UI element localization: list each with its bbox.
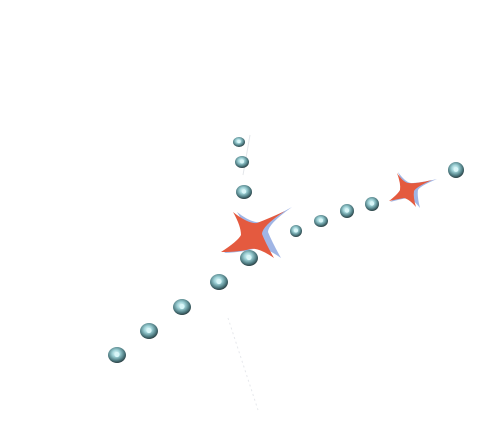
bead-icon — [210, 274, 228, 290]
bead-icon — [290, 225, 302, 237]
bead-icon — [314, 215, 328, 227]
bead-icon — [240, 250, 258, 266]
bead-icon — [365, 197, 379, 211]
bead-icon — [108, 347, 126, 363]
bead-icon — [140, 323, 158, 339]
guide-line-top — [242, 134, 251, 176]
bead-group-lower — [108, 250, 258, 363]
bead-icon — [233, 137, 245, 147]
bead-icon — [448, 162, 464, 178]
bead-icon — [173, 299, 191, 315]
four-point-star-icon — [389, 172, 437, 208]
four-point-star-icon — [221, 207, 292, 258]
bead-group-upper — [233, 137, 252, 199]
bead-icon — [340, 204, 354, 218]
bead-group-right — [290, 162, 464, 237]
guide-line-bottom — [227, 317, 259, 411]
bead-icon — [235, 156, 249, 168]
bead-icon — [236, 185, 252, 199]
